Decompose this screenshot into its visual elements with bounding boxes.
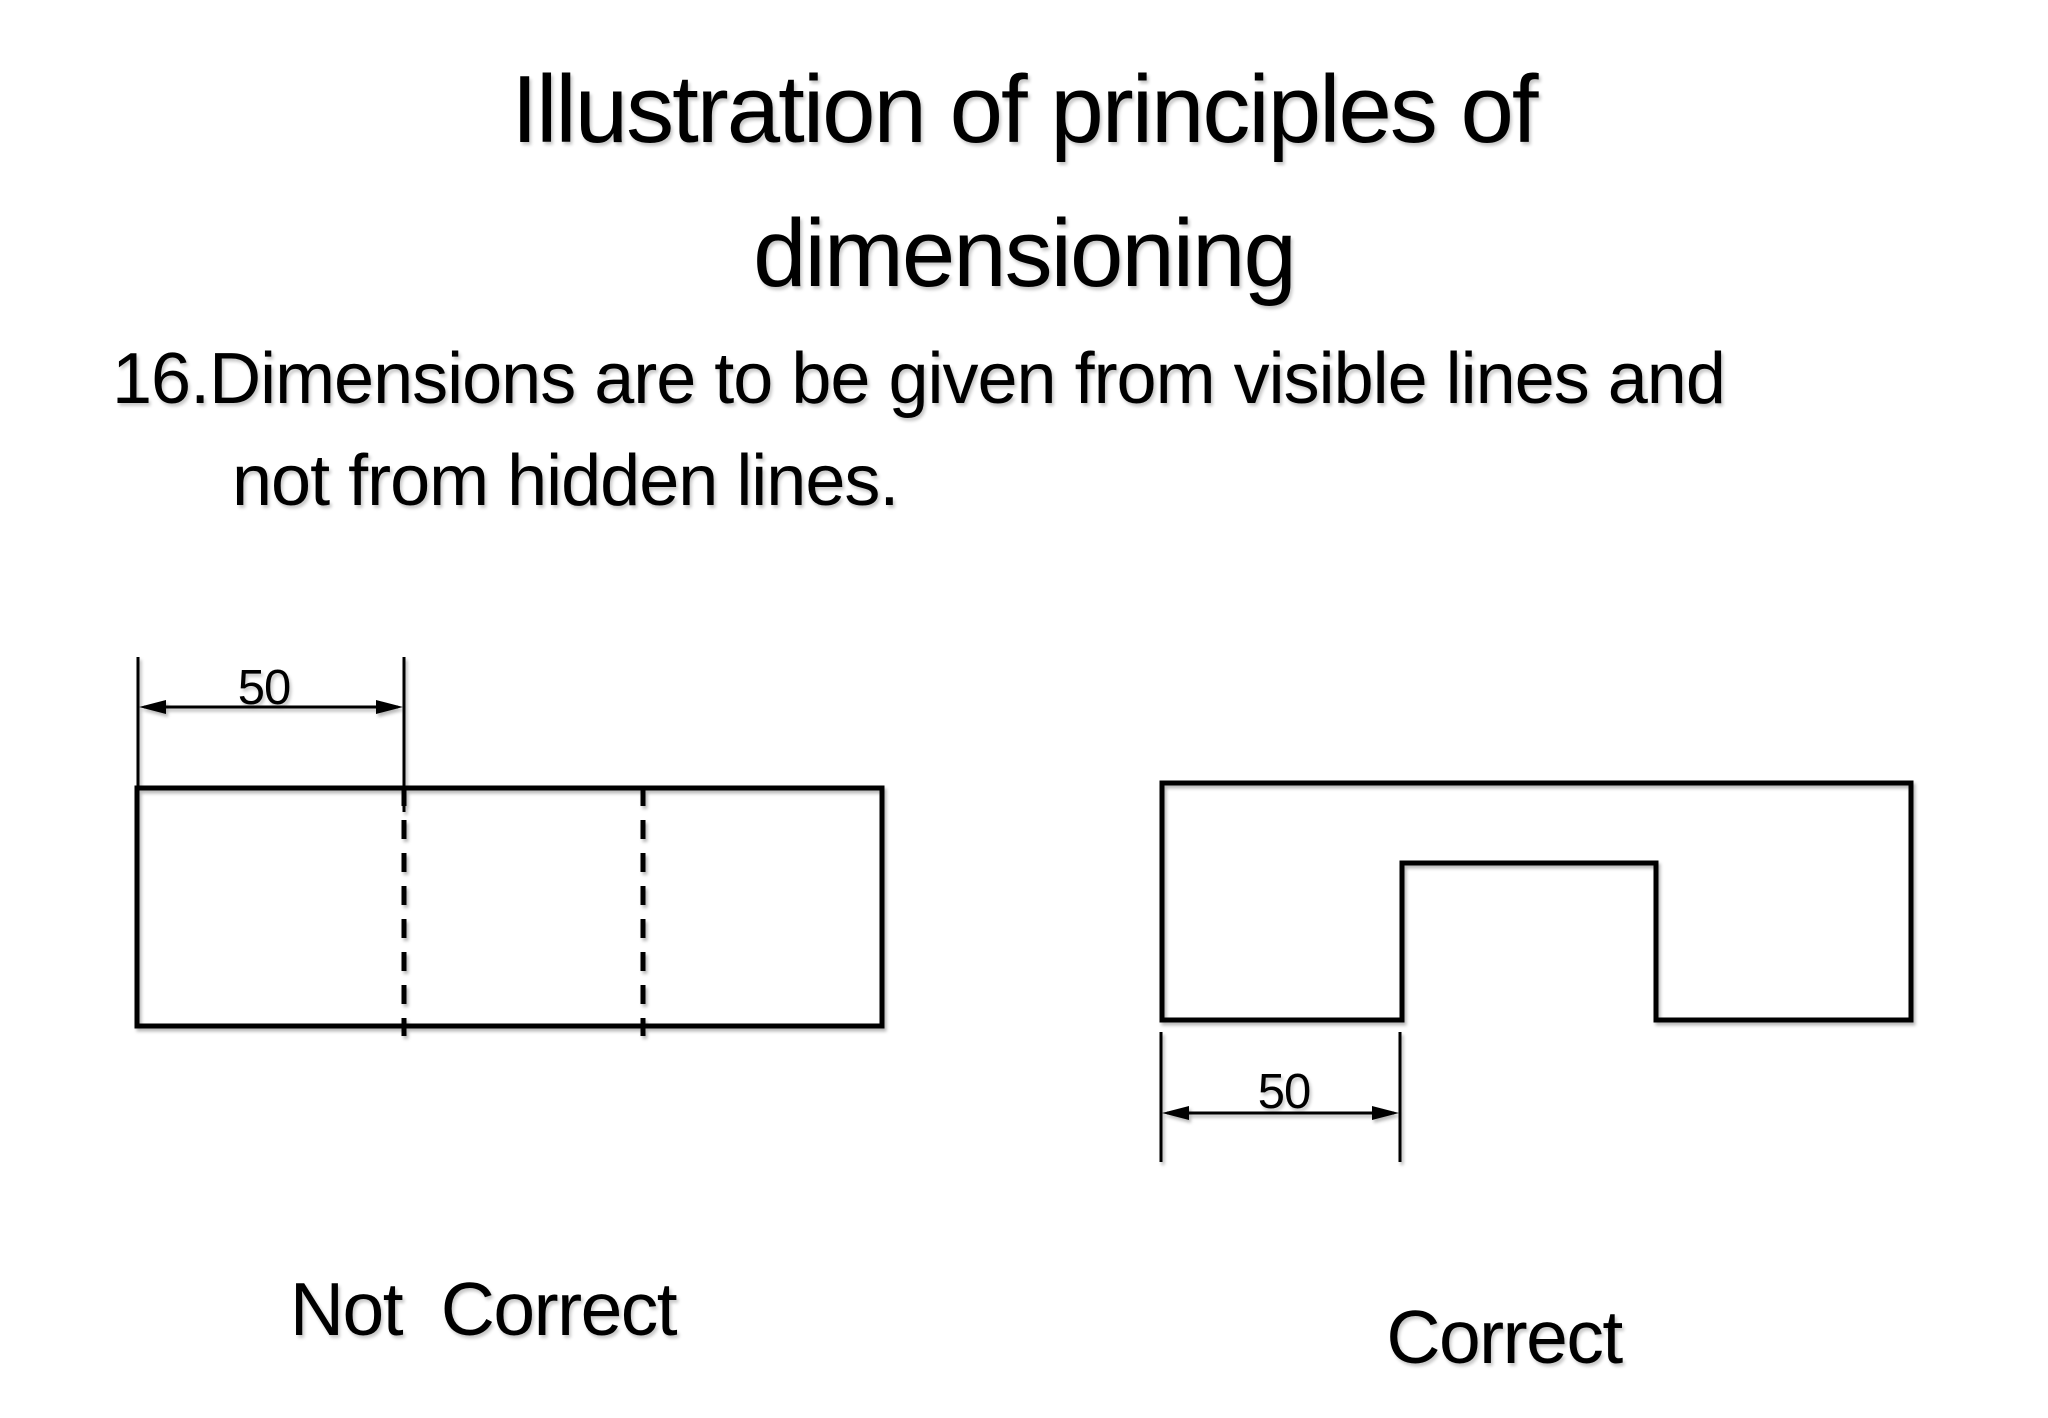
body-text: 16.Dimensions are to be given from visib… — [112, 328, 1726, 532]
arrowhead-right-icon — [1372, 1106, 1399, 1120]
body-line-1: 16.Dimensions are to be given from visib… — [112, 339, 1726, 419]
arrowhead-left-icon — [139, 700, 166, 714]
title-line-2: dimensioning — [753, 200, 1297, 307]
part-outline — [134, 785, 885, 1029]
correct-figure — [1159, 780, 1914, 1162]
part-outline — [1159, 780, 1914, 1023]
caption-not-correct: Not Correct — [289, 1267, 678, 1351]
body-line-2: not from hidden lines. — [232, 441, 899, 522]
not-correct-figure — [134, 657, 885, 1036]
dimension-label-not-correct: 50 — [237, 661, 292, 715]
title-line-1: Illustration of principles of — [511, 56, 1538, 163]
arrowhead-right-icon — [376, 700, 403, 714]
dimension-label-correct: 50 — [1257, 1065, 1312, 1119]
slide-title: Illustration of principles of dimensioni… — [0, 38, 2048, 326]
arrowhead-left-icon — [1162, 1106, 1189, 1120]
caption-correct: Correct — [1386, 1295, 1623, 1379]
